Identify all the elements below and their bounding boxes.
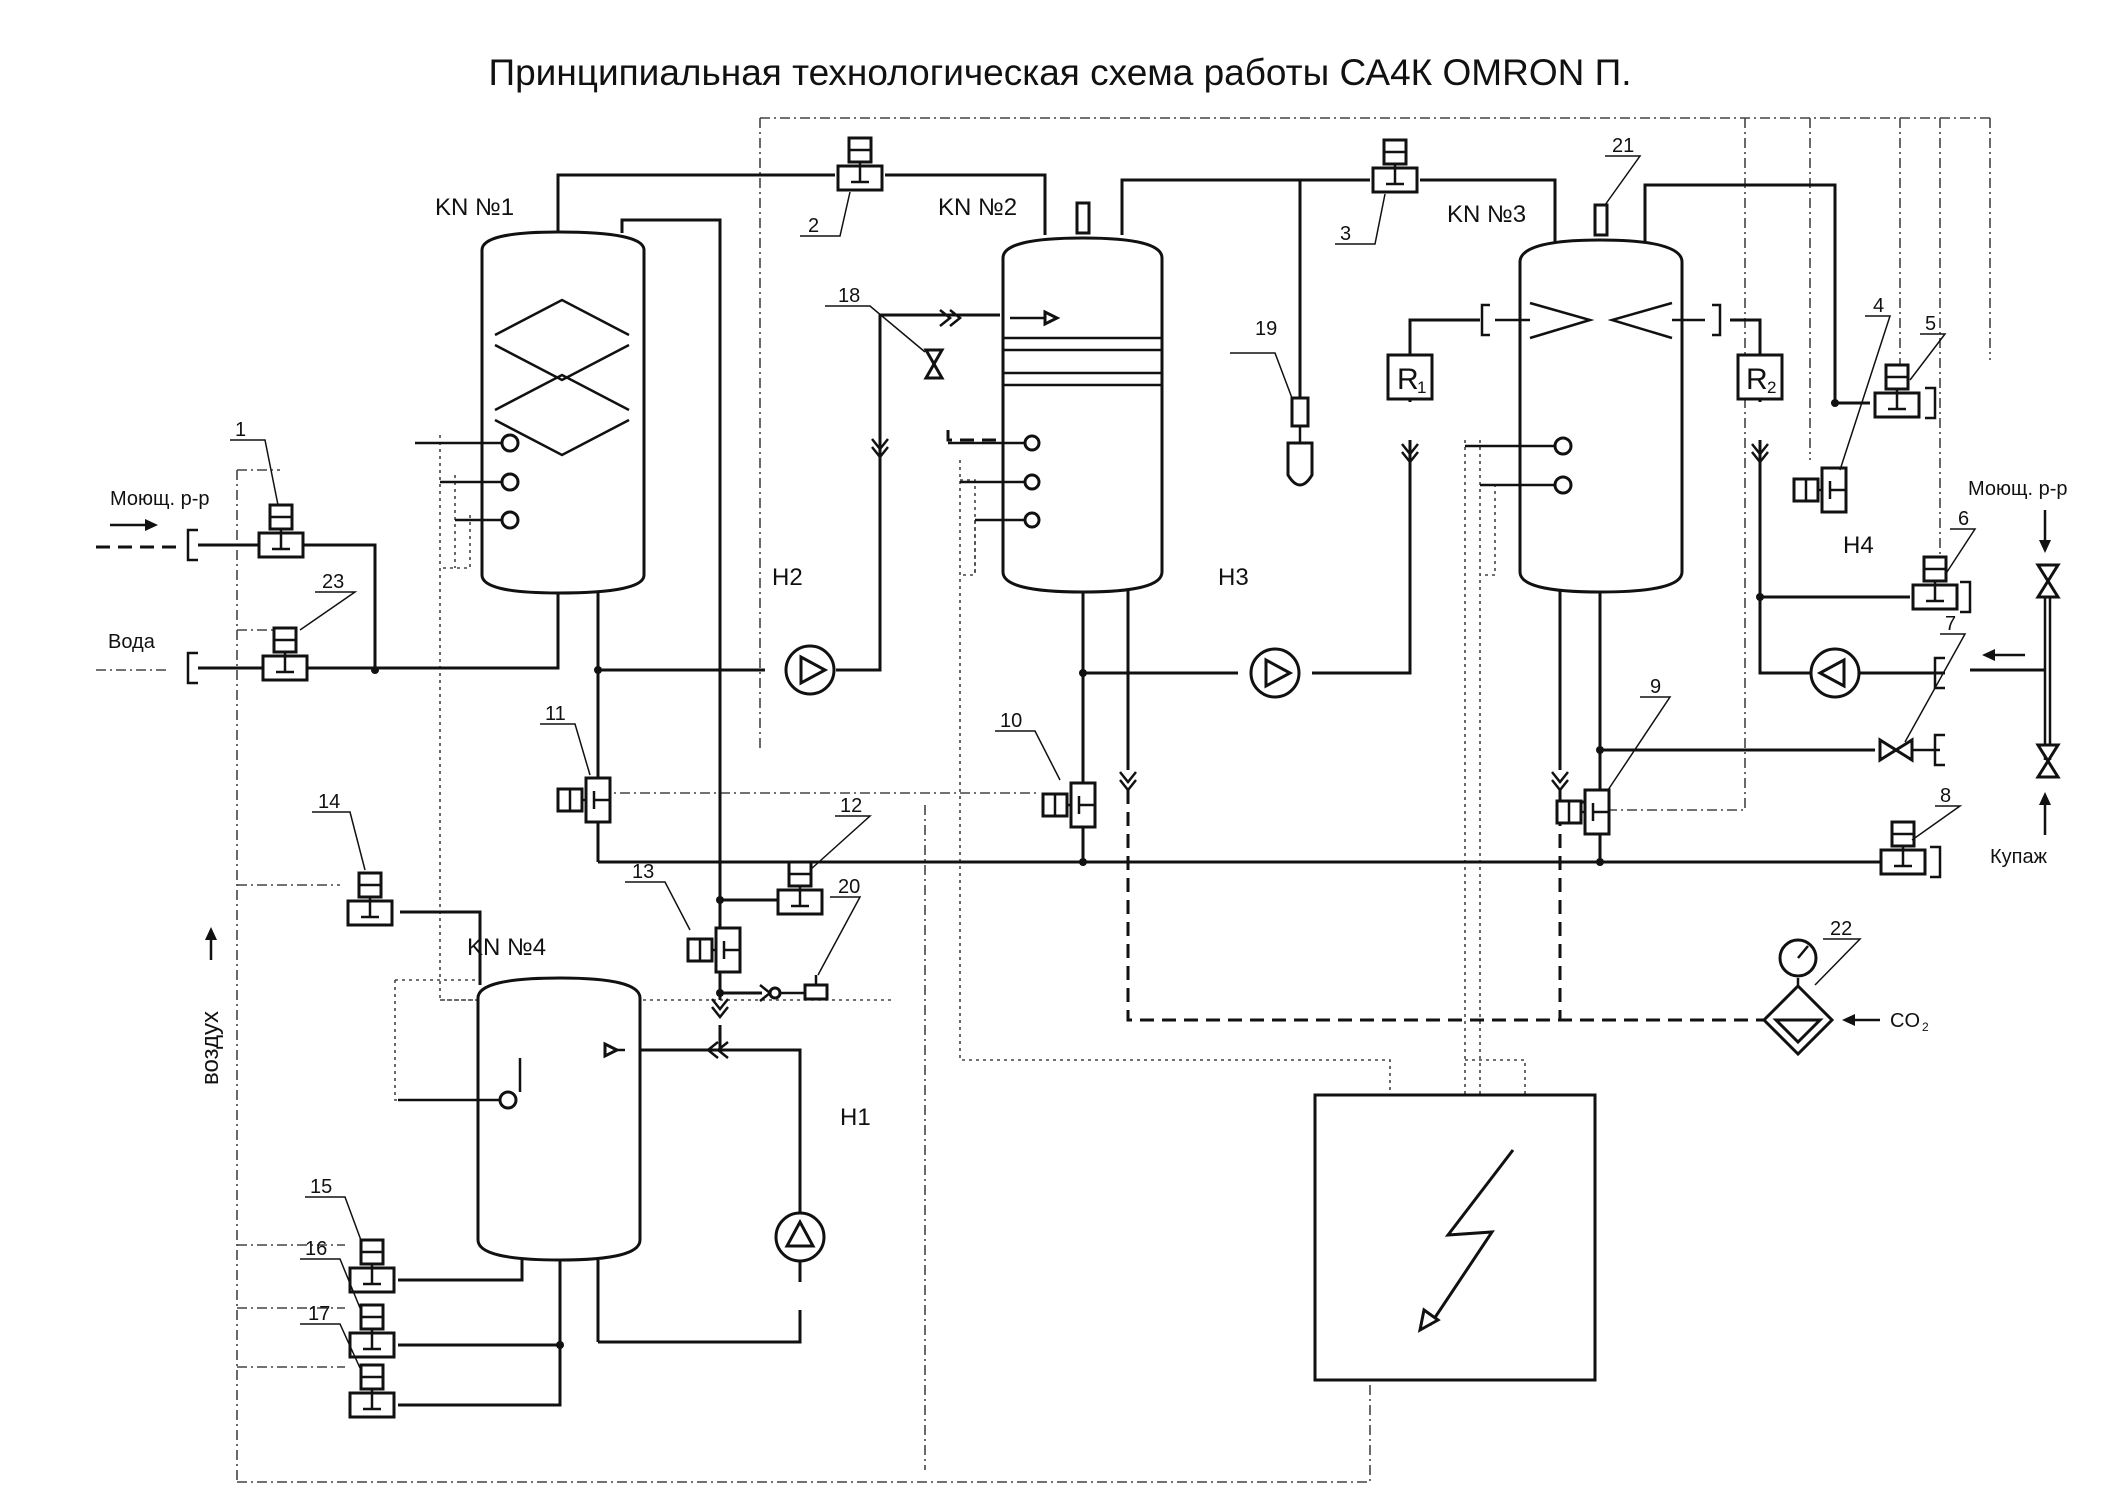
water-label: Вода bbox=[108, 631, 156, 653]
pump-h3: H3 bbox=[1218, 564, 1301, 699]
num-18: 18 bbox=[838, 285, 860, 307]
num-8: 8 bbox=[1940, 785, 1951, 807]
co2-label: CO bbox=[1890, 1010, 1920, 1032]
num-6: 6 bbox=[1958, 508, 1969, 530]
flow-labels: Моющ. р-р Вода Моющ. р-р Купаж воздух CO… bbox=[108, 478, 2067, 1085]
num-10: 10 bbox=[1000, 710, 1022, 732]
page-title: Принципиальная технологическая схема раб… bbox=[489, 52, 1632, 93]
valve-15 bbox=[348, 1238, 396, 1294]
num-14: 14 bbox=[318, 791, 340, 813]
valve-17 bbox=[348, 1363, 396, 1419]
num-17: 17 bbox=[308, 1303, 330, 1325]
tank-kn3-label: KN №3 bbox=[1447, 201, 1526, 228]
valve-8 bbox=[1879, 820, 1927, 876]
valve-10 bbox=[1041, 781, 1097, 829]
pump-h4: H4 bbox=[1809, 532, 1874, 699]
regulator-r2: R 2 bbox=[1736, 353, 1784, 401]
num-23: 23 bbox=[322, 571, 344, 593]
valve-6 bbox=[1911, 555, 1959, 611]
co2-sub: 2 bbox=[1922, 1020, 1929, 1034]
valve-16 bbox=[348, 1303, 396, 1359]
wash-solution-right-label: Моющ. р-р bbox=[1968, 478, 2067, 500]
num-4: 4 bbox=[1873, 295, 1884, 317]
valve-2 bbox=[836, 136, 884, 192]
blend-label: Купаж bbox=[1990, 846, 2048, 868]
valve-3 bbox=[1371, 138, 1419, 194]
valve-4 bbox=[1792, 466, 1848, 514]
valve-12 bbox=[776, 860, 824, 916]
num-21: 21 bbox=[1612, 135, 1634, 157]
num-2: 2 bbox=[808, 215, 819, 237]
tank-kn1-label: KN №1 bbox=[435, 194, 514, 221]
num-15: 15 bbox=[310, 1176, 332, 1198]
regulator-r1-letter: R bbox=[1397, 363, 1419, 396]
valve-1 bbox=[257, 503, 305, 559]
flow-arrows bbox=[96, 510, 2051, 1026]
valve-5 bbox=[1873, 363, 1921, 419]
tank-kn4: KN №4 bbox=[398, 934, 642, 1262]
position-numbers: 1 2 3 4 5 6 7 8 9 10 11 12 13 14 15 16 1… bbox=[230, 135, 1977, 1369]
valve-9 bbox=[1555, 788, 1611, 836]
num-1: 1 bbox=[235, 419, 246, 441]
tank-kn2: KN №2 bbox=[938, 194, 1164, 594]
regulator-r1: R 1 bbox=[1386, 353, 1434, 401]
pump-h3-label: H3 bbox=[1218, 564, 1249, 591]
num-20: 20 bbox=[838, 876, 860, 898]
num-16: 16 bbox=[305, 1238, 327, 1260]
valve-13 bbox=[686, 926, 742, 974]
num-7: 7 bbox=[1945, 613, 1956, 635]
regulator-r2-sub: 2 bbox=[1767, 378, 1776, 397]
air-label: воздух bbox=[197, 1011, 224, 1085]
num-13: 13 bbox=[632, 861, 654, 883]
num-12: 12 bbox=[840, 795, 862, 817]
process-lines bbox=[198, 173, 2052, 1407]
tank-kn1: KN №1 bbox=[415, 194, 646, 595]
tank-kn3: KN №3 bbox=[1447, 201, 1722, 594]
valve-14 bbox=[346, 871, 394, 927]
num-22: 22 bbox=[1830, 918, 1852, 940]
lightning-icon bbox=[1428, 1149, 1515, 1326]
valve-23 bbox=[261, 626, 309, 682]
pump-h2-label: H2 bbox=[772, 564, 803, 591]
junctions bbox=[371, 399, 1839, 1349]
num-5: 5 bbox=[1925, 313, 1936, 335]
filter-22 bbox=[1761, 938, 1835, 1057]
num-11: 11 bbox=[545, 703, 566, 725]
wash-solution-left-label: Моющ. р-р bbox=[110, 488, 209, 510]
regulator-r1-sub: 1 bbox=[1417, 378, 1426, 397]
check-valves bbox=[705, 309, 1770, 1059]
pump-h1: H1 bbox=[774, 1104, 871, 1263]
control-cabinet bbox=[1313, 1093, 1597, 1382]
regulator-r2-letter: R bbox=[1746, 363, 1768, 396]
pump-h2: H2 bbox=[772, 564, 836, 696]
num-3: 3 bbox=[1340, 223, 1351, 245]
connectors bbox=[186, 386, 1972, 879]
tank-kn2-label: KN №2 bbox=[938, 194, 1017, 221]
num-9: 9 bbox=[1650, 676, 1661, 698]
tank-kn4-label: KN №4 bbox=[467, 934, 546, 961]
num-19: 19 bbox=[1255, 318, 1277, 340]
sampler-19 bbox=[1286, 396, 1314, 487]
pump-h4-label: H4 bbox=[1843, 532, 1874, 559]
manual-valves bbox=[923, 348, 2061, 779]
valve-11 bbox=[556, 776, 612, 824]
pump-h1-label: H1 bbox=[840, 1104, 871, 1131]
